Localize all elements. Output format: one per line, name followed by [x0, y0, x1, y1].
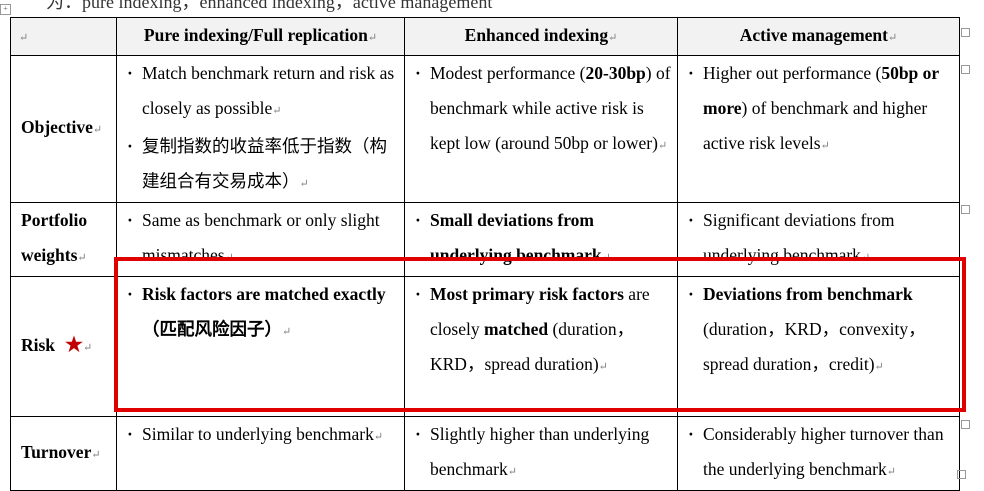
- bullet-item: Risk factors are matched exactly（匹配风险因子）…: [127, 277, 398, 350]
- bullet-item: Considerably higher turnover than the un…: [688, 417, 953, 490]
- cell-end-mark-icon: ↵: [888, 32, 898, 44]
- bullet-item: 复制指数的收益率低于指数（构建组合有交易成本）↵: [127, 129, 398, 202]
- table-row-turnover: Turnover↵ Similar to underlying benchmar…: [10, 416, 960, 491]
- cell-risk-pure[interactable]: Risk factors are matched exactly（匹配风险因子）…: [116, 276, 405, 417]
- row-label-portfolio-weights[interactable]: Portfolio weights↵: [10, 202, 117, 277]
- cell-weights-active[interactable]: Significant deviations from underlying b…: [677, 202, 960, 277]
- header-active-management[interactable]: Active management↵: [677, 17, 960, 56]
- bullet-item: Match benchmark return and risk as close…: [127, 56, 398, 129]
- row-label-objective[interactable]: Objective↵: [10, 55, 117, 203]
- bullet-item: Same as benchmark or only slight mismatc…: [127, 203, 398, 276]
- cell-risk-enhanced[interactable]: Most primary risk factors are closely ma…: [404, 276, 678, 417]
- star-icon: ★: [65, 333, 83, 356]
- bullet-item: Slightly higher than underlying benchmar…: [415, 417, 671, 490]
- bullet-item: Most primary risk factors are closely ma…: [415, 277, 671, 385]
- bullet-item: Modest performance (20-30bp) of benchmar…: [415, 56, 671, 164]
- header-corner-cell[interactable]: ↵: [10, 17, 117, 56]
- cell-weights-enhanced[interactable]: Small deviations from underlying benchma…: [404, 202, 678, 277]
- cell-objective-pure[interactable]: Match benchmark return and risk as close…: [116, 55, 405, 203]
- cell-risk-active[interactable]: Deviations from benchmark (duration，KRD，…: [677, 276, 960, 417]
- table-row-risk: Risk★↵ Risk factors are matched exactly（…: [10, 276, 960, 417]
- row-label-turnover[interactable]: Turnover↵: [10, 416, 117, 491]
- cell-end-mark-icon: ↵: [608, 32, 618, 44]
- cell-weights-pure[interactable]: Same as benchmark or only slight mismatc…: [116, 202, 405, 277]
- cell-objective-enhanced[interactable]: Modest performance (20-30bp) of benchmar…: [404, 55, 678, 203]
- comparison-table: ↵ Pure indexing/Full replication↵ Enhanc…: [10, 17, 960, 491]
- table-header-row: ↵ Pure indexing/Full replication↵ Enhanc…: [10, 17, 960, 56]
- header-pure-indexing[interactable]: Pure indexing/Full replication↵: [116, 17, 405, 56]
- bullet-item: Deviations from benchmark (duration，KRD，…: [688, 277, 953, 385]
- row-end-marker: [961, 65, 970, 74]
- cell-turnover-enhanced[interactable]: Slightly higher than underlying benchmar…: [404, 416, 678, 491]
- cell-end-mark-icon: ↵: [19, 32, 29, 44]
- table-row-objective: Objective↵ Match benchmark return and ri…: [10, 55, 960, 203]
- row-end-marker: [961, 420, 970, 429]
- row-end-marker: [961, 28, 970, 37]
- bullet-item: Significant deviations from underlying b…: [688, 203, 953, 276]
- row-label-risk[interactable]: Risk★↵: [10, 276, 117, 417]
- bullet-item: Higher out performance (50bp or more) of…: [688, 56, 953, 164]
- table-move-handle-icon[interactable]: +: [0, 4, 11, 15]
- header-enhanced-indexing[interactable]: Enhanced indexing↵: [404, 17, 678, 56]
- cell-end-mark-icon: ↵: [367, 32, 378, 44]
- row-end-marker: [961, 205, 970, 214]
- cell-turnover-active[interactable]: Considerably higher turnover than the un…: [677, 416, 960, 491]
- cell-objective-active[interactable]: Higher out performance (50bp or more) of…: [677, 55, 960, 203]
- cell-turnover-pure[interactable]: Similar to underlying benchmark↵: [116, 416, 405, 491]
- preceding-paragraph-text: 为：pure indexing，enhanced indexing，active…: [46, 0, 493, 12]
- table-resize-handle[interactable]: [957, 470, 966, 479]
- table-row-portfolio-weights: Portfolio weights↵ Same as benchmark or …: [10, 202, 960, 277]
- bullet-item: Similar to underlying benchmark↵: [127, 417, 398, 455]
- bullet-item: Small deviations from underlying benchma…: [415, 203, 671, 276]
